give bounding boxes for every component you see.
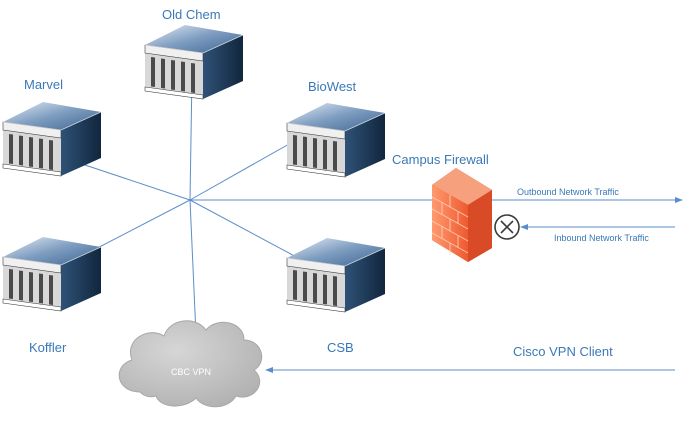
vpn-cloud-icon xyxy=(118,320,263,408)
building-csb-icon xyxy=(286,237,386,313)
node-label-marvel: Marvel xyxy=(24,77,64,92)
building-marvel-icon xyxy=(2,101,102,177)
building-old-chem-icon xyxy=(144,24,244,100)
node-label-old-chem: Old Chem xyxy=(162,7,221,22)
node-label-csb: CSB xyxy=(327,340,354,355)
blocked-traffic-icon xyxy=(494,214,520,240)
link-vpn-cloud xyxy=(189,199,197,336)
inbound-traffic-label: Inbound Network Traffic xyxy=(554,233,649,243)
node-label-koffler: Koffler xyxy=(29,340,67,355)
vpn-cloud-label: CBC VPN xyxy=(171,367,212,377)
firewall-label: Campus Firewall xyxy=(392,152,489,167)
link-biowest xyxy=(189,134,306,201)
building-biowest-icon xyxy=(286,102,386,178)
outbound-traffic-label: Outbound Network Traffic xyxy=(517,187,619,197)
building-koffler-icon xyxy=(2,236,102,312)
firewall-icon xyxy=(431,168,492,262)
network-links xyxy=(54,74,432,336)
vpn-client-label: Cisco VPN Client xyxy=(513,344,613,359)
node-label-biowest: BioWest xyxy=(308,79,357,94)
